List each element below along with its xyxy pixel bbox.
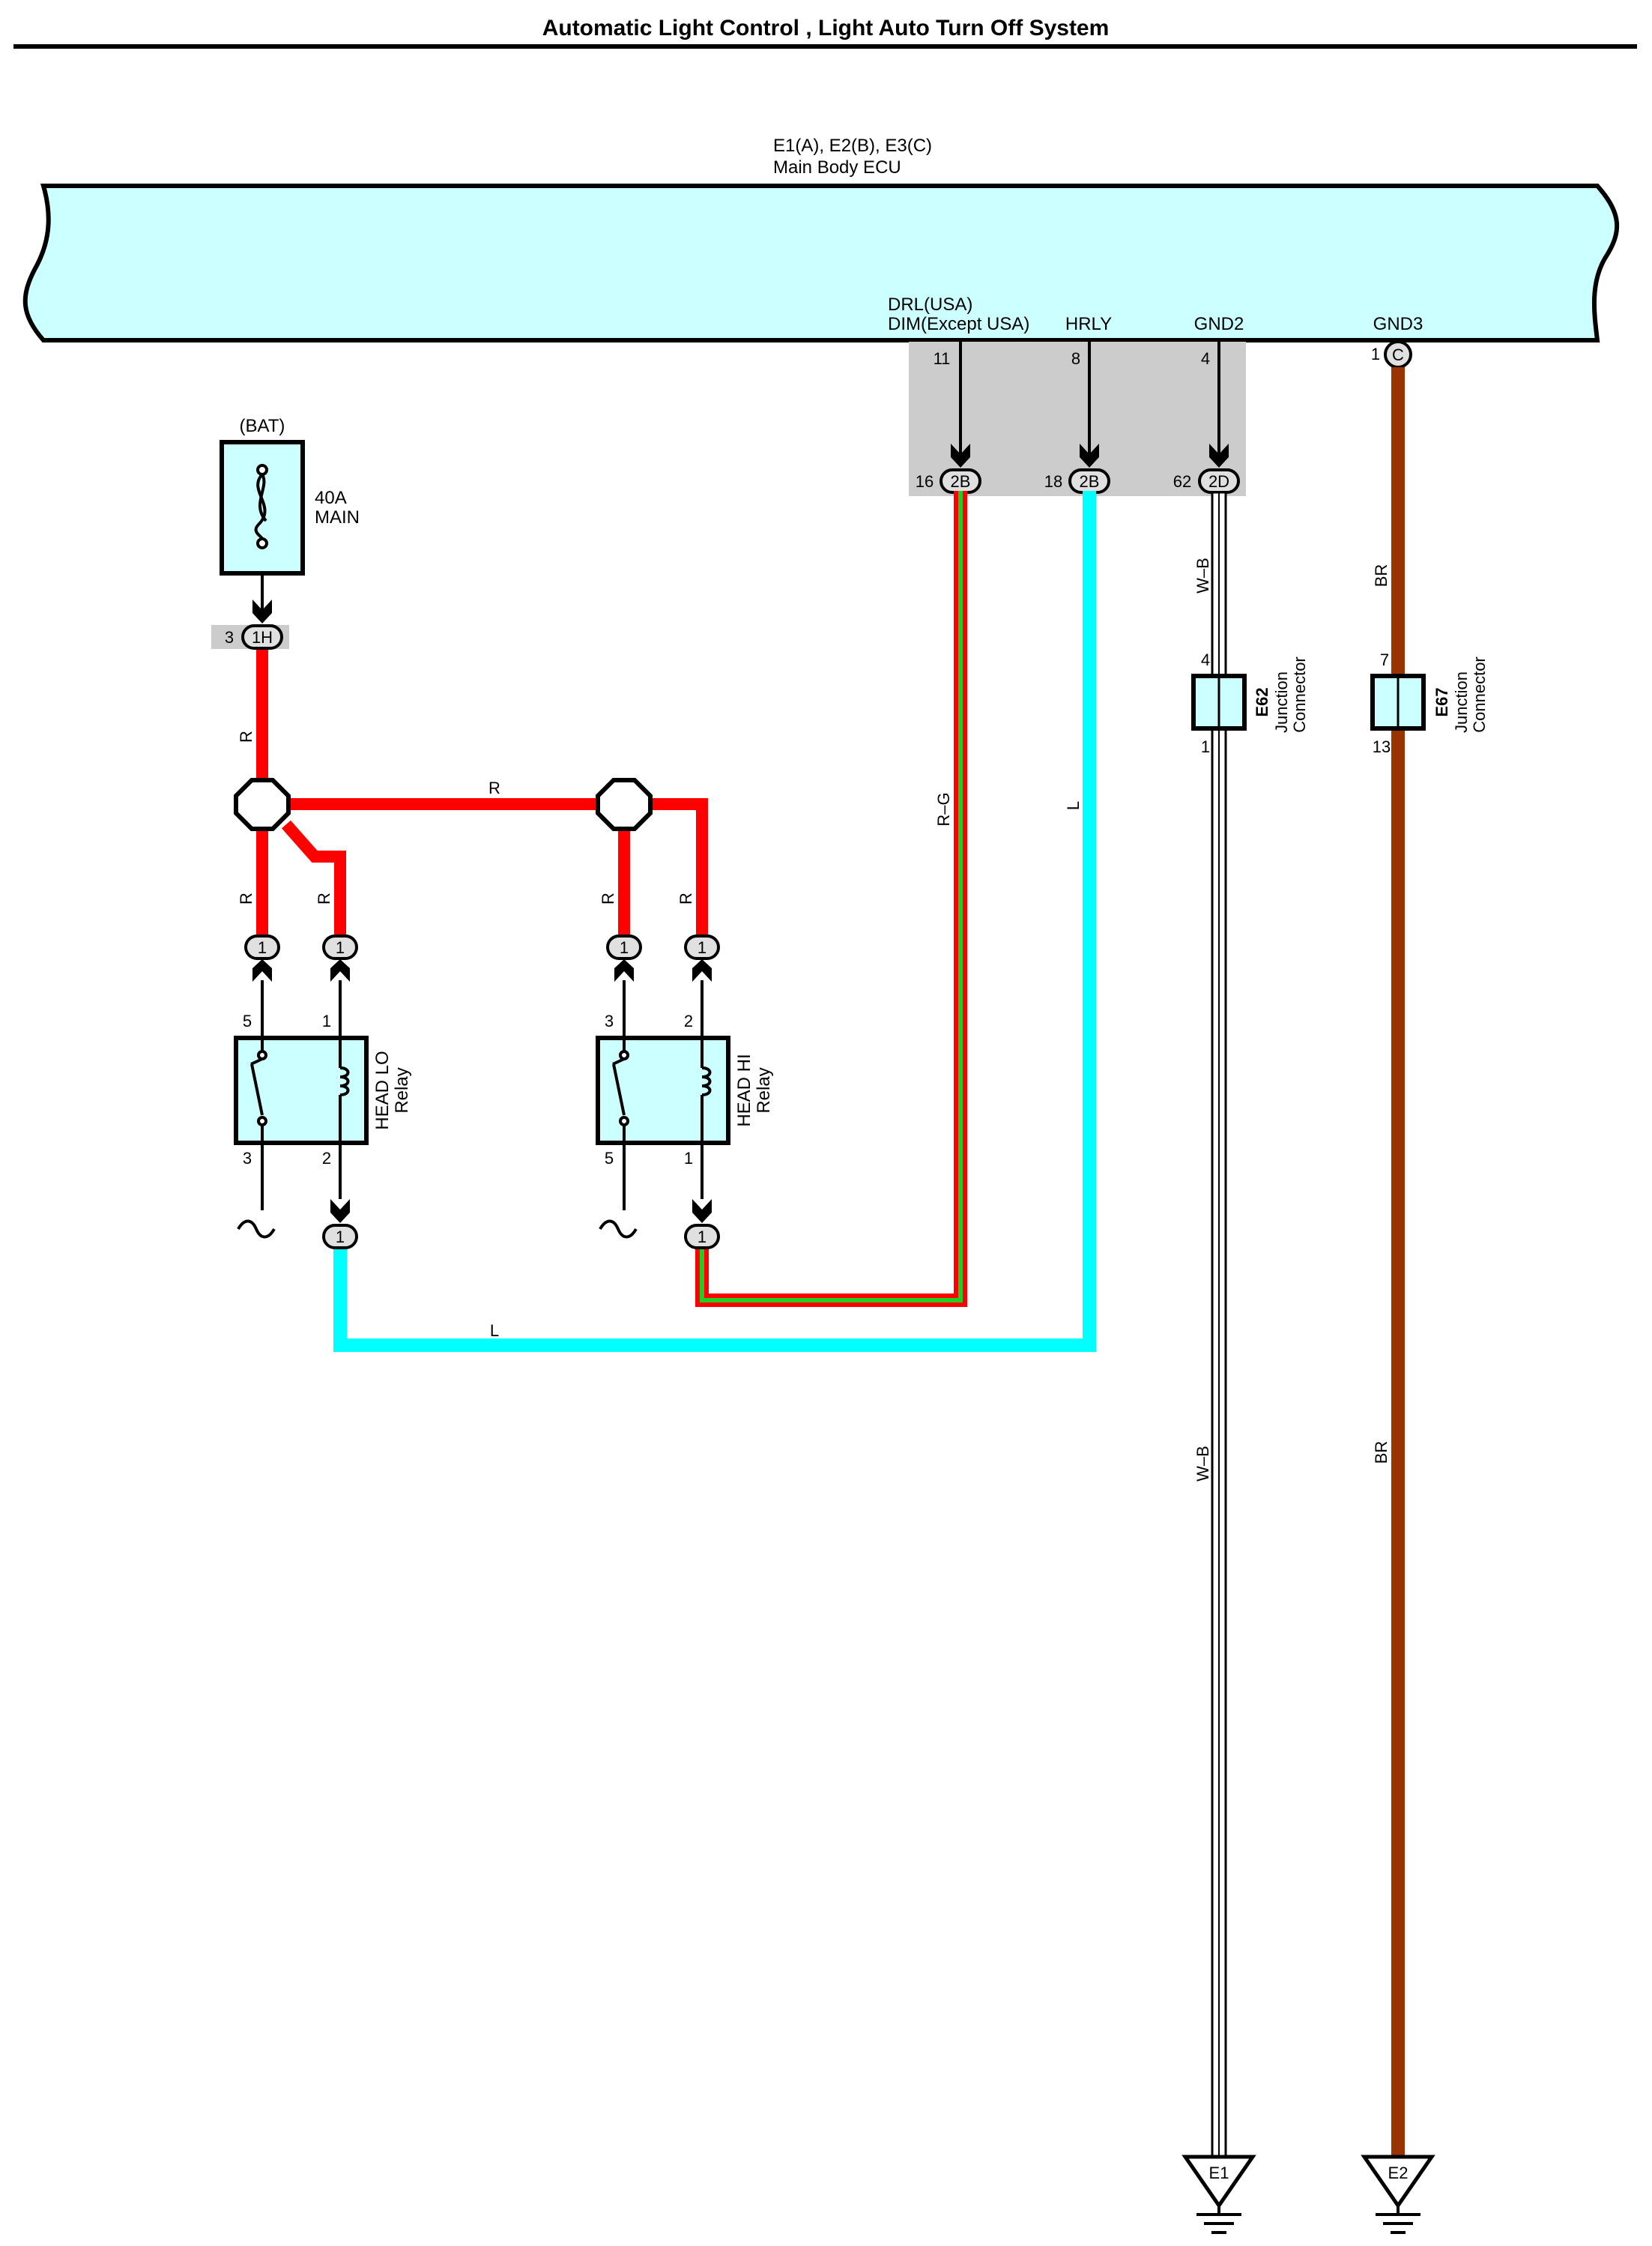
head-lo-pin-switch-out: 3 xyxy=(243,1149,252,1168)
head-hi-pin-switch-out: 5 xyxy=(605,1149,614,1168)
junction-e62-label1: Junction xyxy=(1272,671,1291,733)
head-hi-name: HEAD HI xyxy=(734,1054,754,1126)
head-lo-name: HEAD LO xyxy=(372,1051,393,1129)
fuse-rating: 40A xyxy=(315,488,347,508)
terminal-hrly-label: HRLY xyxy=(1065,314,1112,334)
ground-e1-icon xyxy=(1181,2155,1256,2234)
gnd2-arrow-icon xyxy=(1209,444,1229,468)
wire-label-r-hi2: R xyxy=(677,893,695,905)
wire-label-br-bottom: BR xyxy=(1372,1441,1391,1464)
junction-e67-pin-in: 7 xyxy=(1380,650,1389,669)
connector-2b-hrly-label: 2B xyxy=(1080,472,1100,491)
connector-c-gnd3-label: C xyxy=(1392,345,1404,364)
junction-e62-code: E62 xyxy=(1253,687,1271,716)
connector-2b-dim-label: 2B xyxy=(951,472,971,491)
lo-conn-a-label: 1 xyxy=(258,938,267,957)
relay-input-lines xyxy=(261,980,704,1038)
junction-e67-label1: Junction xyxy=(1452,671,1471,733)
lo-output-pill xyxy=(322,1224,358,1249)
head-lo-pin-switch-in: 5 xyxy=(243,1012,252,1030)
junction-e62-label2: Connector xyxy=(1290,656,1309,733)
connector-2b-dim-pin: 16 xyxy=(916,472,934,491)
connector-1h-pin: 3 xyxy=(225,628,234,647)
fuse-source-label: (BAT) xyxy=(240,416,285,436)
relay-output-lines xyxy=(237,1143,704,1239)
head-lo-pin-coil-out: 2 xyxy=(322,1149,331,1168)
terminal-gnd3-label: GND3 xyxy=(1373,314,1423,334)
terminal-drl-label: DRL(USA) xyxy=(888,295,972,315)
connector-2d-gnd2-pin: 62 xyxy=(1173,472,1191,491)
white-black-wire xyxy=(1211,491,1227,2169)
ground-e2-label: E2 xyxy=(1388,2164,1409,2182)
wire-label-r-hi1: R xyxy=(599,893,617,905)
fuse-arrow-icon xyxy=(252,600,272,624)
head-lo-relay-word: Relay xyxy=(392,1067,412,1113)
ecu-name: Main Body ECU xyxy=(773,157,901,178)
wire-label-r-lo2: R xyxy=(315,893,333,905)
drl-arrow-icon xyxy=(951,444,970,468)
pin-8: 8 xyxy=(1071,349,1080,368)
terminal-dim-label: DIM(Except USA) xyxy=(888,314,1029,334)
lo-conn-c-label: 1 xyxy=(336,1228,345,1246)
wire-label-rg: R–G xyxy=(934,792,953,826)
ground-e2-icon xyxy=(1361,2155,1435,2234)
terminal-gnd2-label: GND2 xyxy=(1194,314,1244,334)
junction-e67-label2: Connector xyxy=(1470,656,1489,733)
page-title: Automatic Light Control , Light Auto Tur… xyxy=(542,16,1110,40)
connector-1h xyxy=(241,624,283,650)
ecu-code: E1(A), E2(B), E3(C) xyxy=(773,136,932,156)
wire-label-l-vertical: L xyxy=(1064,801,1083,810)
head-hi-switch-icon xyxy=(612,1038,629,1143)
wire-label-r-lo1: R xyxy=(237,893,255,905)
junction-e62-pin-out: 1 xyxy=(1201,737,1210,756)
blue-wire xyxy=(333,491,1096,1352)
wire-label-r-horizontal: R xyxy=(488,779,500,797)
hi-conn-a-label: 1 xyxy=(620,938,629,957)
hrly-arrow-icon xyxy=(1080,444,1099,468)
ground-e1-label: E1 xyxy=(1209,2164,1229,2182)
pin-11: 11 xyxy=(934,349,951,368)
fuse-name: MAIN xyxy=(315,507,360,528)
fuse-box xyxy=(220,440,305,576)
fuse-icon xyxy=(254,464,268,549)
hi-conn-b-label: 1 xyxy=(698,938,707,957)
splice-right xyxy=(596,778,653,831)
junction-e67-code: E67 xyxy=(1432,687,1451,716)
head-hi-pin-coil-in: 2 xyxy=(684,1012,693,1030)
relay-down-arrows xyxy=(330,1199,712,1223)
splice-left xyxy=(234,778,291,831)
hi-output-pill xyxy=(684,1224,720,1249)
head-hi-pin-switch-in: 3 xyxy=(605,1012,614,1030)
red-green-wire xyxy=(695,491,967,1307)
connector-2d-gnd2-label: 2D xyxy=(1208,472,1229,491)
wire-label-wb-top: W–B xyxy=(1193,558,1212,594)
junction-e62-pin-in: 4 xyxy=(1201,650,1210,669)
head-lo-coil-icon xyxy=(339,1038,350,1143)
connector-1h-label: 1H xyxy=(252,628,273,647)
head-hi-relay-word: Relay xyxy=(754,1067,774,1113)
relay-up-arrows xyxy=(252,959,712,982)
wire-label-l-horizontal: L xyxy=(490,1321,499,1340)
wire-label-r-main: R xyxy=(237,731,255,743)
red-wire-network xyxy=(256,649,708,939)
pin-4: 4 xyxy=(1201,349,1210,368)
head-lo-pin-coil-in: 1 xyxy=(322,1012,331,1030)
connector-2b-hrly-pin: 18 xyxy=(1044,472,1062,491)
head-lo-switch-icon xyxy=(250,1038,267,1143)
lo-conn-b-label: 1 xyxy=(336,938,345,957)
wire-label-br-top: BR xyxy=(1372,564,1391,588)
wire-label-wb-bottom: W–B xyxy=(1193,1446,1212,1482)
hi-conn-c-label: 1 xyxy=(698,1228,707,1246)
relay-connector-row xyxy=(244,935,720,960)
head-hi-pin-coil-out: 1 xyxy=(684,1149,693,1168)
pin-1-gnd3: 1 xyxy=(1371,345,1380,363)
ecu-body xyxy=(22,184,1620,342)
junction-e67-pin-out: 13 xyxy=(1373,737,1391,756)
head-hi-coil-icon xyxy=(701,1038,712,1143)
